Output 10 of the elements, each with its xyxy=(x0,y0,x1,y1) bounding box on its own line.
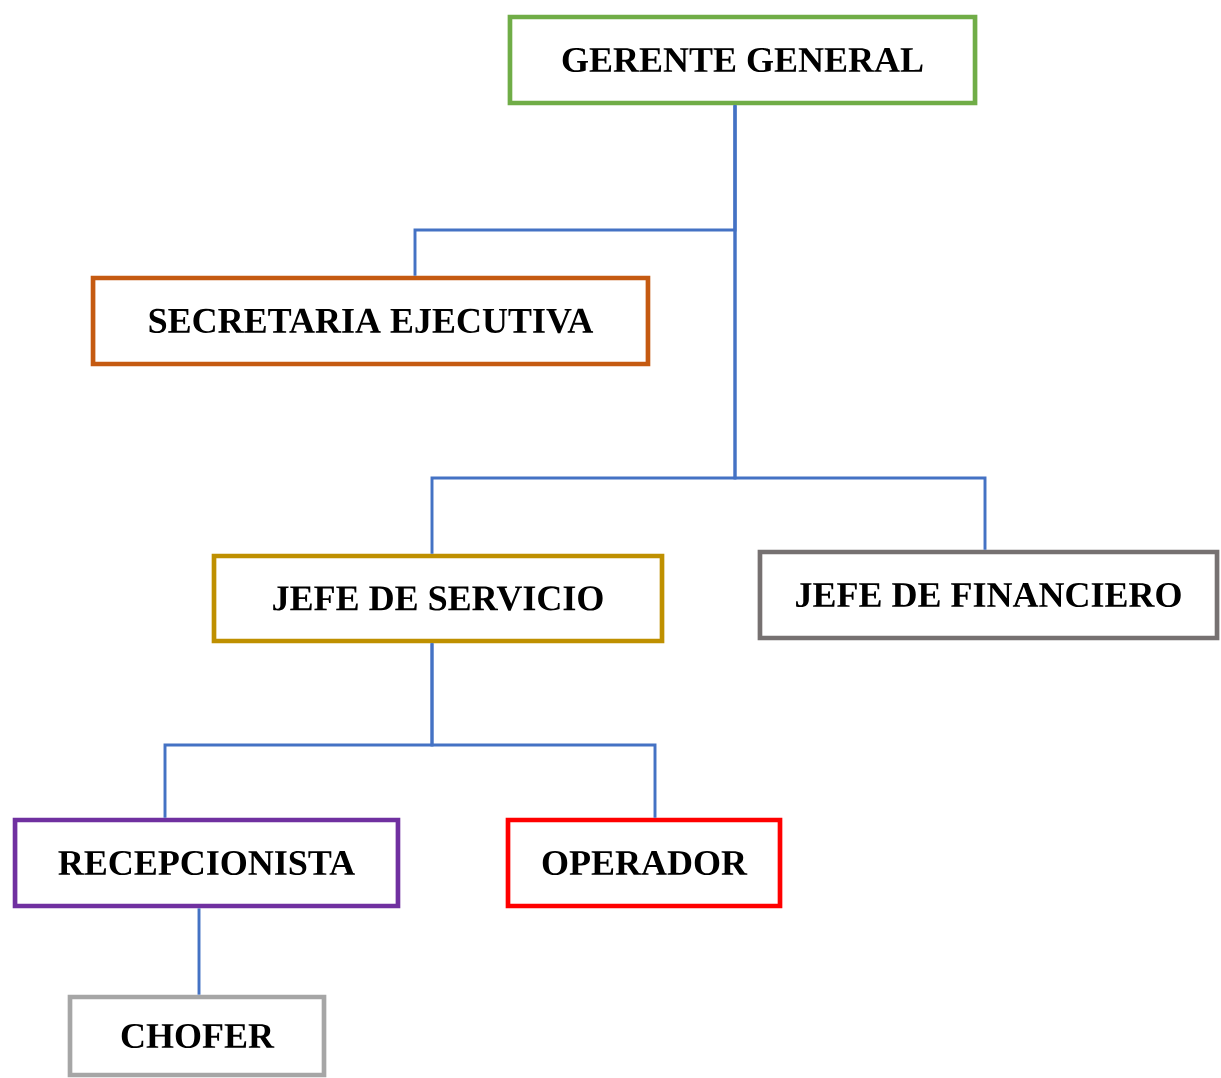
org-box: OPERADOR xyxy=(505,817,783,909)
org-box: JEFE DE FINANCIERO xyxy=(757,549,1220,641)
org-box: CHOFER xyxy=(67,994,327,1078)
connector-line xyxy=(430,643,657,818)
org-box: SECRETARIA EJECUTIVA xyxy=(90,275,651,367)
connector-line xyxy=(733,105,987,550)
org-box: RECEPCIONISTA xyxy=(12,817,401,909)
connector-line xyxy=(197,908,201,995)
org-box: GERENTE GENERAL xyxy=(507,14,978,106)
org-box: JEFE DE SERVICIO xyxy=(211,553,665,644)
